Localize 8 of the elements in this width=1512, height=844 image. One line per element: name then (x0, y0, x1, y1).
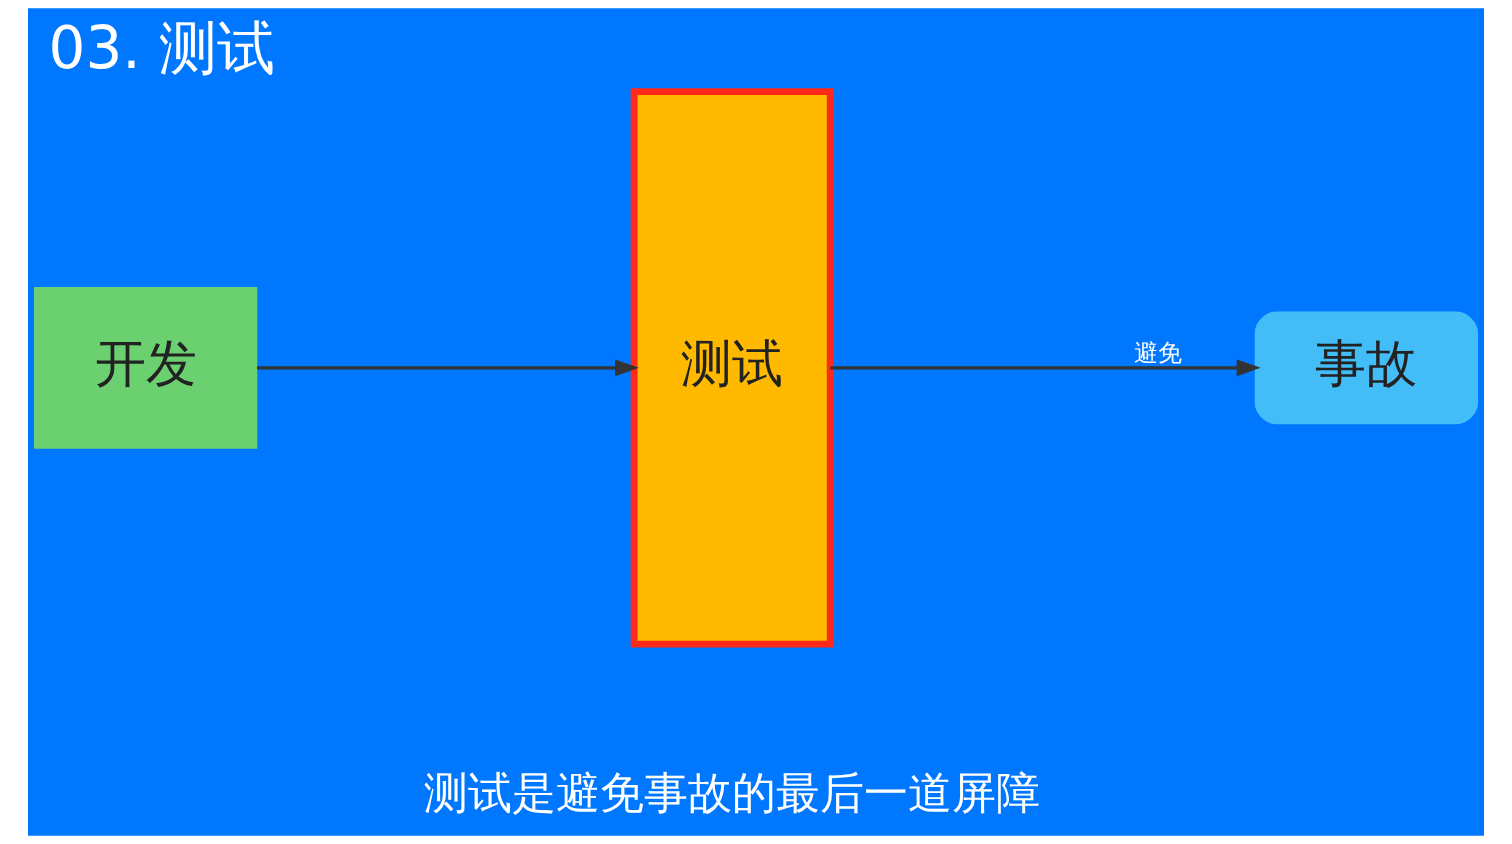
edge-label: 避免 (1133, 339, 1182, 368)
arrow (830, 359, 1261, 377)
caption: 测试是避免事故的最后一道屏障 (424, 767, 1041, 819)
node-box: 开发 (33, 286, 258, 449)
node-box: 测试 (630, 88, 834, 648)
arrow (257, 359, 639, 377)
node-box: 事故 (1254, 311, 1479, 425)
diagram-title: 03. 测试 (48, 14, 276, 83)
